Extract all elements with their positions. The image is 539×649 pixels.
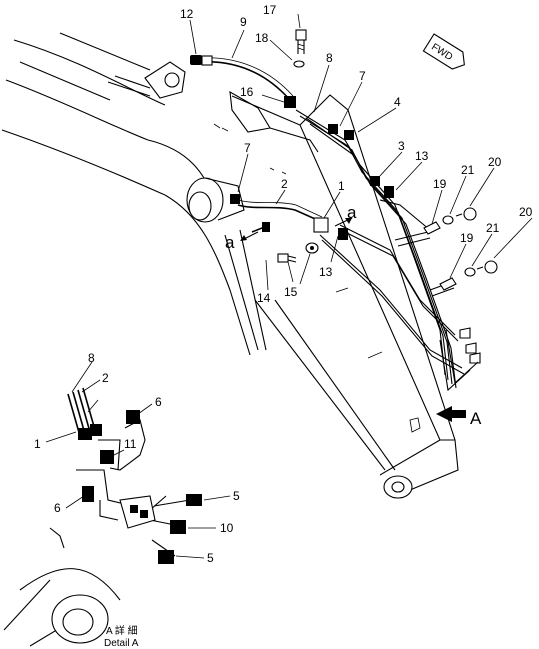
callout-3: 3 — [398, 139, 405, 153]
callout-a-upper: a — [347, 203, 357, 222]
callout-14: 14 — [257, 291, 271, 305]
callout-19-upper: 19 — [433, 177, 447, 191]
detail-caption-jp: A 詳 細 — [106, 624, 138, 637]
callout-labels: 12 9 17 18 8 7 16 4 3 13 7 20 21 2 1 19 … — [34, 3, 533, 649]
callout-13-lower: 13 — [319, 265, 333, 279]
callout-18: 18 — [255, 31, 269, 45]
callout-21-upper: 21 — [461, 163, 475, 177]
callout-19-lower: 19 — [460, 231, 474, 245]
detail-callout-1: 1 — [34, 437, 41, 451]
callout-4: 4 — [394, 95, 401, 109]
callout-15: 15 — [284, 285, 298, 299]
callout-12: 12 — [180, 7, 194, 21]
callout-9: 9 — [240, 15, 247, 29]
callout-8-main: 8 — [326, 51, 333, 65]
hydraulic-lines — [199, 57, 481, 392]
callout-20-upper: 20 — [488, 155, 502, 169]
callout-13-upper: 13 — [415, 149, 429, 163]
detail-callout-8: 8 — [88, 351, 95, 365]
detail-callout-5-upper: 5 — [233, 489, 240, 503]
callout-20-lower: 20 — [519, 205, 533, 219]
callout-1-main: 1 — [338, 179, 345, 193]
detail-a-drawing — [3, 361, 231, 647]
callout-arrow-A: A — [470, 409, 482, 428]
callout-21-lower: 21 — [486, 221, 500, 235]
detail-callout-10: 10 — [220, 521, 234, 535]
callout-16: 16 — [240, 85, 254, 99]
detail-callout-5-lower: 5 — [207, 551, 214, 565]
boom-body — [1, 32, 459, 499]
leader-lines — [189, 13, 533, 291]
callout-a-lower: a — [225, 233, 235, 252]
callout-2-main: 2 — [281, 177, 288, 191]
callout-7-mid: 7 — [244, 141, 251, 155]
callout-17: 17 — [263, 3, 277, 17]
detail-caption-en: Detail A — [104, 638, 139, 649]
fittings — [190, 29, 498, 422]
detail-callout-6-upper: 6 — [155, 395, 162, 409]
detail-callout-11: 11 — [124, 437, 137, 451]
callout-7-upper: 7 — [359, 69, 366, 83]
detail-callout-2: 2 — [102, 371, 109, 385]
detail-callout-6-lower: 6 — [54, 501, 61, 515]
